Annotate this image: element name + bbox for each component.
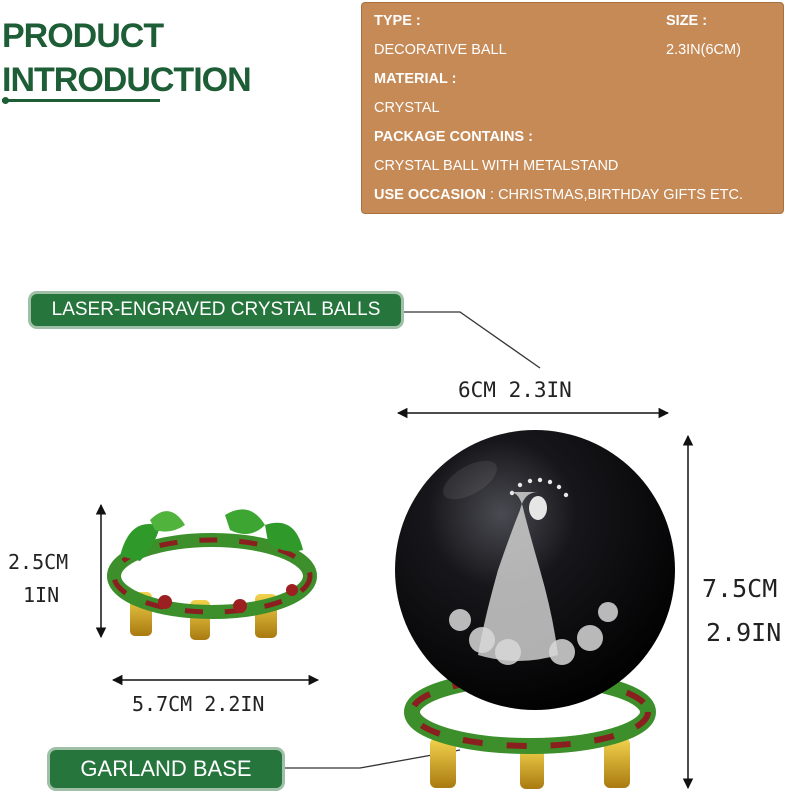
- heading-dot: [2, 97, 9, 104]
- occasion-label: USE OCCASION: [374, 187, 486, 203]
- garland-base-callout: GARLAND BASE: [50, 750, 282, 788]
- material-label: MATERIAL :: [374, 71, 457, 87]
- total-height-in-label: 2.9IN: [706, 618, 782, 647]
- garland-base-image: [107, 509, 317, 640]
- heading-line-1: PRODUCT: [2, 17, 164, 55]
- heading-underline: [2, 99, 160, 102]
- crystal-ball-callout: LASER-ENGRAVED CRYSTAL BALLS: [31, 294, 401, 326]
- material-value: CRYSTAL: [374, 100, 440, 116]
- package-label: PACKAGE CONTAINS :: [374, 129, 533, 145]
- occasion-value: : CHRISTMAS,BIRTHDAY GIFTS ETC.: [486, 187, 743, 203]
- occasion-row: USE OCCASION : CHRISTMAS,BIRTHDAY GIFTS …: [374, 187, 743, 203]
- crystal-ball-image: [395, 430, 675, 789]
- heading-line-2: INTRODUCTION: [2, 61, 252, 99]
- product-introduction-heading: PRODUCT INTRODUCTION: [2, 14, 252, 102]
- ball-width-label: 6CM 2.3IN: [458, 378, 572, 402]
- total-height-cm-label: 7.5CM: [702, 574, 778, 603]
- size-value: 2.3IN(6CM): [666, 42, 741, 58]
- crystal-leader-line: [401, 311, 541, 369]
- base-height-cm-label: 2.5CM: [8, 550, 69, 574]
- type-label: TYPE :: [374, 13, 421, 29]
- base-leader-line: [282, 749, 461, 769]
- specs-panel: TYPE : SIZE : DECORATIVE BALL 2.3IN(6CM)…: [361, 2, 784, 214]
- base-height-in-label: 1IN: [23, 583, 60, 607]
- type-value: DECORATIVE BALL: [374, 42, 507, 58]
- size-label: SIZE :: [666, 13, 708, 29]
- package-value: CRYSTAL BALL WITH METALSTAND: [374, 158, 619, 174]
- base-width-label: 5.7CM 2.2IN: [132, 692, 265, 716]
